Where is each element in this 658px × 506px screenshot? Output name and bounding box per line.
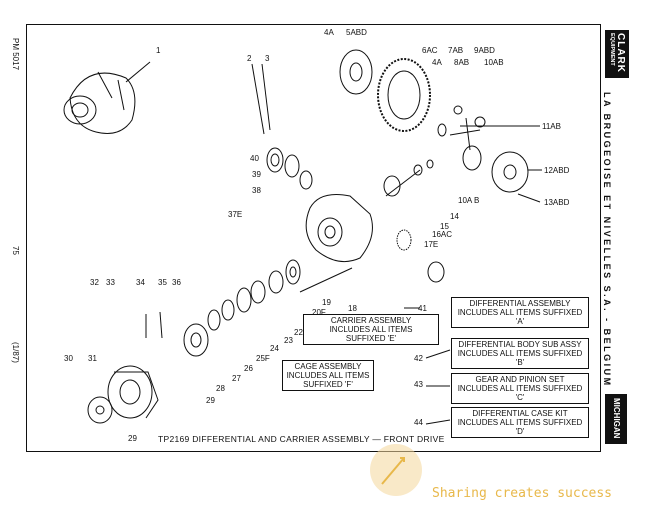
- callout-27: 27: [232, 374, 241, 383]
- cage-assembly-line3: SUFFIXED 'F': [303, 380, 353, 389]
- differential-body-line3: 'B': [515, 358, 525, 367]
- callout-32: 32: [90, 278, 99, 287]
- callout-12abd: 12ABD: [544, 166, 570, 175]
- callout-6ac: 6AC: [422, 46, 438, 55]
- cage-assembly-line1: CAGE ASSEMBLY: [294, 362, 362, 371]
- callout-31: 31: [88, 354, 97, 363]
- carrier-assembly-box: CARRIER ASSEMBLY INCLUDES ALL ITEMS SUFF…: [303, 314, 439, 345]
- differential-case-kit-line3: 'D': [515, 427, 525, 436]
- callout-11ab: 11AB: [542, 122, 561, 131]
- callout-15: 15: [440, 222, 449, 231]
- callout-33: 33: [106, 278, 115, 287]
- callout-13abd: 13ABD: [544, 198, 570, 207]
- callout-5abd: 5ABD: [346, 28, 367, 37]
- cage-assembly-box: CAGE ASSEMBLY INCLUDES ALL ITEMS SUFFIXE…: [282, 360, 374, 391]
- callout-23: 23: [284, 336, 293, 345]
- callout-18: 18: [348, 304, 357, 313]
- callout-19: 19: [322, 298, 331, 307]
- callout-41: 41: [418, 304, 427, 313]
- drawing-frame: [26, 24, 601, 452]
- callout-37e: 37E: [228, 210, 243, 219]
- callout-28: 28: [216, 384, 225, 393]
- callout-20f: 20F: [312, 308, 326, 317]
- differential-case-kit-box: DIFFERENTIAL CASE KIT INCLUDES ALL ITEMS…: [451, 407, 589, 438]
- differential-assembly-line3: 'A': [515, 317, 525, 326]
- callout-25f: 25F: [256, 354, 270, 363]
- differential-assembly-line2: INCLUDES ALL ITEMS SUFFIXED: [457, 308, 583, 317]
- cage-assembly-line2: INCLUDES ALL ITEMS: [286, 371, 370, 380]
- carrier-assembly-line3: SUFFIXED 'E': [345, 334, 397, 343]
- callout-7ab: 7AB: [448, 46, 464, 55]
- callout-2: 2: [247, 54, 252, 63]
- callout-4a-second: 4A: [432, 58, 442, 67]
- gear-pinion-line3: 'C': [515, 393, 525, 402]
- clark-logo: CLARK EQUIPMENT: [605, 30, 629, 78]
- differential-body-line2: INCLUDES ALL ITEMS SUFFIXED: [457, 349, 583, 358]
- carrier-assembly-line2: INCLUDES ALL ITEMS: [329, 325, 413, 334]
- callout-26: 26: [244, 364, 253, 373]
- callout-24: 24: [270, 344, 279, 353]
- differential-case-kit-line1: DIFFERENTIAL CASE KIT: [472, 409, 568, 418]
- callout-10ab: 10AB: [484, 58, 504, 67]
- callout-4a: 4A: [324, 28, 334, 37]
- callout-30: 30: [64, 354, 73, 363]
- gear-pinion-box: GEAR AND PINION SET INCLUDES ALL ITEMS S…: [451, 373, 589, 404]
- callout-39: 39: [252, 170, 261, 179]
- carrier-assembly-line1: CARRIER ASSEMBLY: [330, 316, 412, 325]
- callout-42: 42: [414, 354, 423, 363]
- differential-case-kit-line2: INCLUDES ALL ITEMS SUFFIXED: [457, 418, 583, 427]
- callout-29-second: 29: [128, 434, 137, 443]
- figure-caption: TP2169 DIFFERENTIAL AND CARRIER ASSEMBLY…: [158, 434, 445, 444]
- callout-14: 14: [450, 212, 459, 221]
- callout-38: 38: [252, 186, 261, 195]
- callout-16ac: 16AC: [432, 230, 453, 239]
- differential-assembly-box: DIFFERENTIAL ASSEMBLY INCLUDES ALL ITEMS…: [451, 297, 589, 328]
- watermark-logo: [370, 444, 422, 496]
- callout-8ab: 8AB: [454, 58, 470, 67]
- callout-29: 29: [206, 396, 215, 405]
- callout-34: 34: [136, 278, 145, 287]
- callout-3: 3: [265, 54, 270, 63]
- watermark-text: Sharing creates success: [432, 486, 613, 501]
- callout-40: 40: [250, 154, 259, 163]
- callout-35: 35: [158, 278, 167, 287]
- callout-9abd: 9ABD: [474, 46, 495, 55]
- callout-10a-b: 10A B: [458, 196, 480, 205]
- callout-44: 44: [414, 418, 423, 427]
- callout-43: 43: [414, 380, 423, 389]
- callout-36: 36: [172, 278, 181, 287]
- differential-assembly-line1: DIFFERENTIAL ASSEMBLY: [469, 299, 571, 308]
- housing-part: [63, 71, 136, 134]
- gear-pinion-line1: GEAR AND PINION SET: [475, 375, 565, 384]
- callout-1: 1: [156, 46, 161, 55]
- differential-body-line1: DIFFERENTIAL BODY SUB ASSY: [458, 340, 582, 349]
- michigan-logo: MICHIGAN: [605, 394, 627, 444]
- callout-17e: 17E: [424, 240, 439, 249]
- gear-pinion-line2: INCLUDES ALL ITEMS SUFFIXED: [457, 384, 583, 393]
- callout-22: 22: [294, 328, 303, 337]
- differential-body-box: DIFFERENTIAL BODY SUB ASSY INCLUDES ALL …: [451, 338, 589, 369]
